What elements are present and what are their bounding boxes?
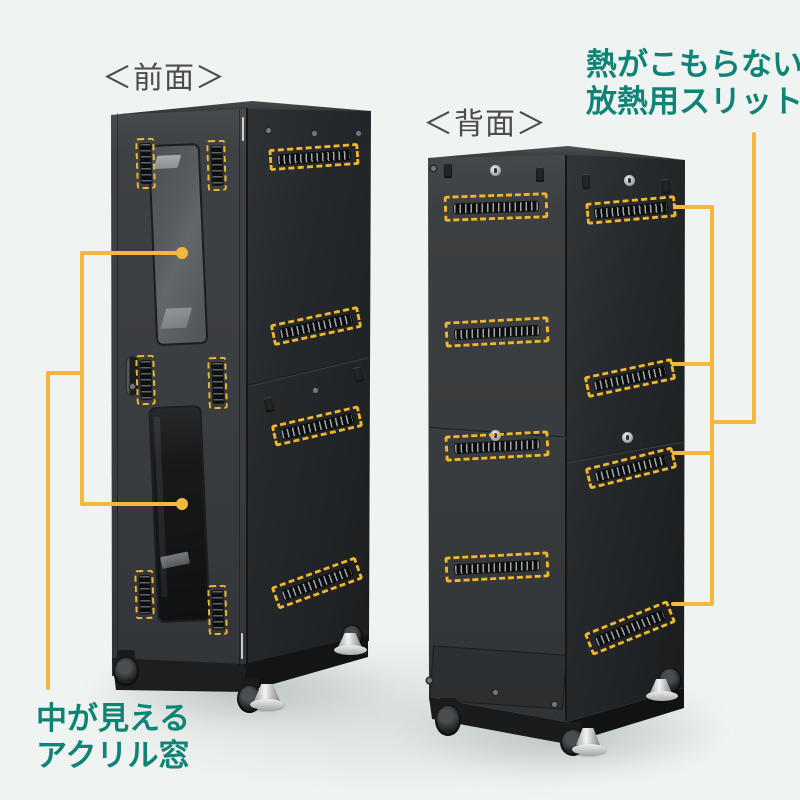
vent-slit — [454, 325, 540, 339]
front-door-vent-highlight — [207, 356, 228, 410]
acrylic-window-lower — [148, 404, 211, 624]
vent-louvers — [139, 360, 152, 400]
front-door-vent-highlight — [135, 354, 156, 406]
caster-wheel — [435, 704, 461, 736]
vent-slit — [594, 202, 668, 218]
callout-line — [710, 205, 714, 606]
front-door-vent-highlight — [135, 137, 156, 190]
lock-icon — [622, 432, 633, 443]
screw — [266, 128, 271, 133]
rear-slit-highlight — [443, 192, 549, 222]
panel-latch — [581, 173, 591, 190]
back-view-label: ＜背面＞ — [423, 108, 547, 141]
leveling-foot — [650, 679, 672, 693]
window-reflection — [153, 154, 182, 169]
screw — [493, 690, 498, 695]
window-reflection — [153, 416, 168, 597]
screw — [431, 166, 436, 171]
callout-line — [46, 371, 84, 375]
callout-line — [752, 132, 756, 424]
vent-louvers — [211, 362, 224, 404]
callout-line — [80, 251, 182, 255]
window-reflection — [160, 307, 193, 329]
rear-slit-highlight — [444, 430, 550, 462]
door-handle — [127, 357, 138, 395]
vent-louvers — [138, 575, 151, 614]
caster-fork — [117, 650, 135, 660]
caster-fork — [564, 722, 582, 732]
acrylic-window-upper — [147, 142, 209, 347]
leveling-foot-base — [646, 691, 678, 701]
vent-slit — [454, 560, 540, 574]
screw — [552, 702, 557, 707]
callout-line — [46, 371, 50, 690]
front-door-vent-highlight — [134, 569, 155, 620]
handle-screw — [130, 384, 135, 389]
lock-icon — [490, 165, 501, 176]
front-door-vent-highlight — [206, 139, 227, 192]
caster-fork — [439, 698, 457, 708]
screw — [356, 131, 361, 136]
leveling-foot-base — [250, 699, 284, 710]
front-view-label: ＜前面＞ — [102, 62, 226, 95]
callout-dot-lower-window — [176, 498, 188, 510]
heat-slits-annotation-line2: 放熱用スリット — [586, 84, 800, 119]
screw — [427, 678, 432, 683]
caster-wheel — [113, 656, 139, 686]
callout-line — [672, 451, 714, 455]
door-hinge-highlight-bottom — [241, 633, 243, 659]
callout-line — [80, 251, 84, 506]
vent-louvers — [211, 590, 224, 630]
vent-louvers — [139, 143, 152, 184]
leveling-foot-base — [334, 645, 367, 655]
leveling-foot — [254, 684, 280, 701]
callout-dot-upper-window — [176, 247, 188, 259]
vent-louvers — [210, 145, 223, 186]
leveling-foot-base — [572, 744, 606, 755]
acrylic-annotation-line1: 中が見える — [36, 701, 191, 736]
vent-slit — [454, 439, 540, 453]
door-right-groove — [239, 110, 240, 666]
heat-slits-annotation-line1: 熱がこもらない — [586, 47, 800, 82]
heat-slits-annotation: 熱がこもらない 放熱用スリット — [586, 46, 800, 120]
vent-slit — [277, 149, 351, 165]
callout-line — [671, 362, 714, 366]
callout-line — [710, 420, 756, 424]
callout-line — [80, 502, 182, 506]
lock-icon — [490, 430, 501, 441]
vent-slit — [453, 201, 539, 213]
panel-latch — [661, 178, 671, 195]
screw — [312, 131, 317, 136]
front-cabinet-corner-edge — [246, 108, 248, 667]
front-door-vent-highlight — [207, 584, 228, 636]
callout-line — [673, 205, 714, 209]
screw — [313, 388, 318, 393]
panel-latch — [444, 163, 452, 178]
leveling-foot — [576, 728, 600, 745]
panel-latch — [536, 167, 544, 182]
acrylic-annotation-line2: アクリル窓 — [36, 738, 190, 773]
callout-line — [671, 602, 714, 606]
lock-icon — [624, 175, 635, 186]
door-hinge-highlight-top — [242, 117, 244, 141]
door-left-groove — [117, 113, 118, 667]
acrylic-window-annotation: 中が見える アクリル窓 — [36, 700, 190, 774]
caster-fork — [241, 678, 259, 688]
rear-slit-highlight — [444, 551, 550, 583]
leveling-foot — [338, 633, 362, 647]
rear-slit-highlight — [444, 316, 550, 348]
